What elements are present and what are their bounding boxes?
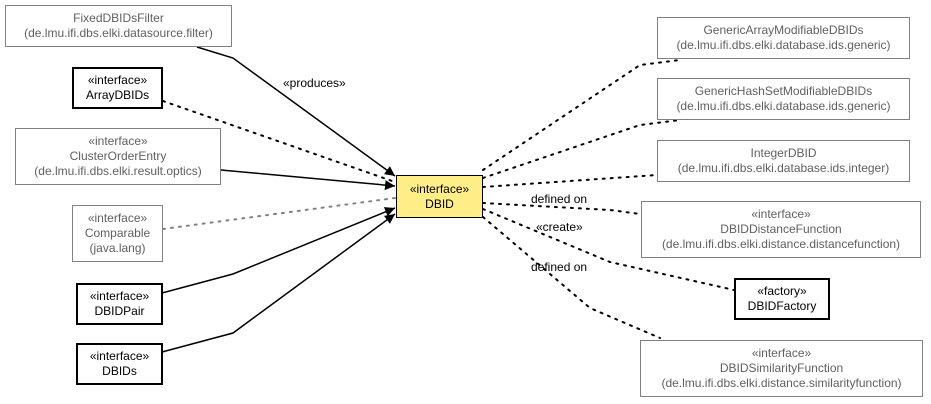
node-dbid-similarity-function[interactable]: «interface» DBIDSimilarityFunction (de.l…	[640, 340, 923, 397]
node-comparable-stereotype: «interface»	[87, 211, 148, 225]
node-distancefn-package: (de.lmu.ifi.dbs.elki.distance.distancefu…	[661, 237, 901, 251]
node-fixed-name: FixedDBIDsFilter	[73, 11, 164, 25]
node-clusterorder-stereotype: «interface»	[88, 134, 148, 148]
edge-dbid-genericarray	[482, 59, 681, 171]
node-distancefn-name: DBIDDistanceFunction	[720, 222, 842, 236]
edge-comparable-dbid	[162, 197, 396, 230]
edge-fixed-produces-dbid	[196, 46, 396, 177]
edge-label-create: «create»	[536, 220, 583, 234]
node-dbid-factory[interactable]: «factory» DBIDFactory	[734, 278, 830, 320]
edge-dbid-similarityfn	[482, 216, 661, 339]
node-arraydbids-name: ArrayDBIDs	[85, 88, 150, 102]
edge-label-defined-on-similarity: defined on	[531, 260, 588, 274]
node-fixed-package: (de.lmu.ifi.dbs.elki.datasource.filter)	[24, 26, 213, 40]
node-comparable-name: Comparable	[84, 226, 151, 240]
node-generichash-package: (de.lmu.ifi.dbs.elki.database.ids.generi…	[676, 99, 891, 113]
edge-dbidpair-dbid	[161, 207, 396, 294]
node-dbid-distance-function[interactable]: «interface» DBIDDistanceFunction (de.lmu…	[641, 201, 921, 258]
node-generic-hashset-modifiable-dbids[interactable]: GenericHashSetModifiableDBIDs (de.lmu.if…	[657, 78, 910, 120]
node-arraydbids-stereotype: «interface»	[87, 73, 148, 87]
node-dbidpair-name: DBIDPair	[94, 304, 145, 318]
node-factory-stereotype: «factory»	[757, 284, 807, 298]
node-similarityfn-stereotype: «interface»	[751, 346, 812, 360]
node-similarityfn-name: DBIDSimilarityFunction	[719, 361, 844, 375]
node-clusterorder-name: ClusterOrderEntry	[69, 149, 167, 163]
node-clusterorder-package: (de.lmu.ifi.dbs.elki.result.optics)	[34, 164, 202, 178]
node-dbidpair-stereotype: «interface»	[89, 289, 150, 303]
edge-clusterorder-dbid	[220, 169, 396, 191]
node-integerdbid-name: IntegerDBID	[750, 146, 817, 160]
edge-arraydbids-dbid	[162, 100, 396, 183]
edge-label-defined-on-distance: defined on	[531, 192, 588, 206]
node-comparable-package: (java.lang)	[89, 241, 146, 255]
edge-dbid-generichash	[482, 119, 681, 179]
edge-dbid-integerdbid	[482, 174, 658, 188]
node-dbid-stereotype: «interface»	[409, 181, 470, 196]
node-genericarray-package: (de.lmu.ifi.dbs.elki.database.ids.generi…	[676, 38, 891, 52]
node-dbid[interactable]: «interface» DBID	[396, 175, 483, 218]
node-dbids[interactable]: «interface» DBIDs	[76, 343, 163, 385]
node-dbids-stereotype: «interface»	[89, 349, 150, 363]
node-genericarray-name: GenericArrayModifiableDBIDs	[703, 23, 864, 37]
node-generic-array-modifiable-dbids[interactable]: GenericArrayModifiableDBIDs (de.lmu.ifi.…	[657, 17, 910, 59]
node-integerdbid-package: (de.lmu.ifi.dbs.elki.database.ids.intege…	[677, 161, 890, 175]
node-dbid-pair[interactable]: «interface» DBIDPair	[76, 283, 163, 325]
node-comparable[interactable]: «interface» Comparable (java.lang)	[72, 205, 163, 262]
node-dbid-name: DBID	[425, 196, 454, 211]
edge-dbid-factory	[482, 208, 735, 291]
node-generichash-name: GenericHashSetModifiableDBIDs	[694, 84, 873, 98]
edge-dbid-distancefn	[482, 202, 641, 215]
node-similarityfn-package: (de.lmu.ifi.dbs.elki.distance.similarity…	[661, 376, 902, 390]
node-array-dbids[interactable]: «interface» ArrayDBIDs	[72, 67, 163, 109]
edge-label-produces: «produces»	[283, 76, 346, 90]
edge-dbids-dbid	[161, 213, 396, 353]
node-distancefn-stereotype: «interface»	[751, 207, 811, 221]
node-factory-name: DBIDFactory	[747, 299, 817, 313]
node-fixed-dbids-filter[interactable]: FixedDBIDsFilter (de.lmu.ifi.dbs.elki.da…	[5, 5, 232, 47]
node-integer-dbid[interactable]: IntegerDBID (de.lmu.ifi.dbs.elki.databas…	[657, 140, 910, 182]
node-cluster-order-entry[interactable]: «interface» ClusterOrderEntry (de.lmu.if…	[15, 128, 221, 185]
node-dbids-name: DBIDs	[102, 364, 137, 378]
